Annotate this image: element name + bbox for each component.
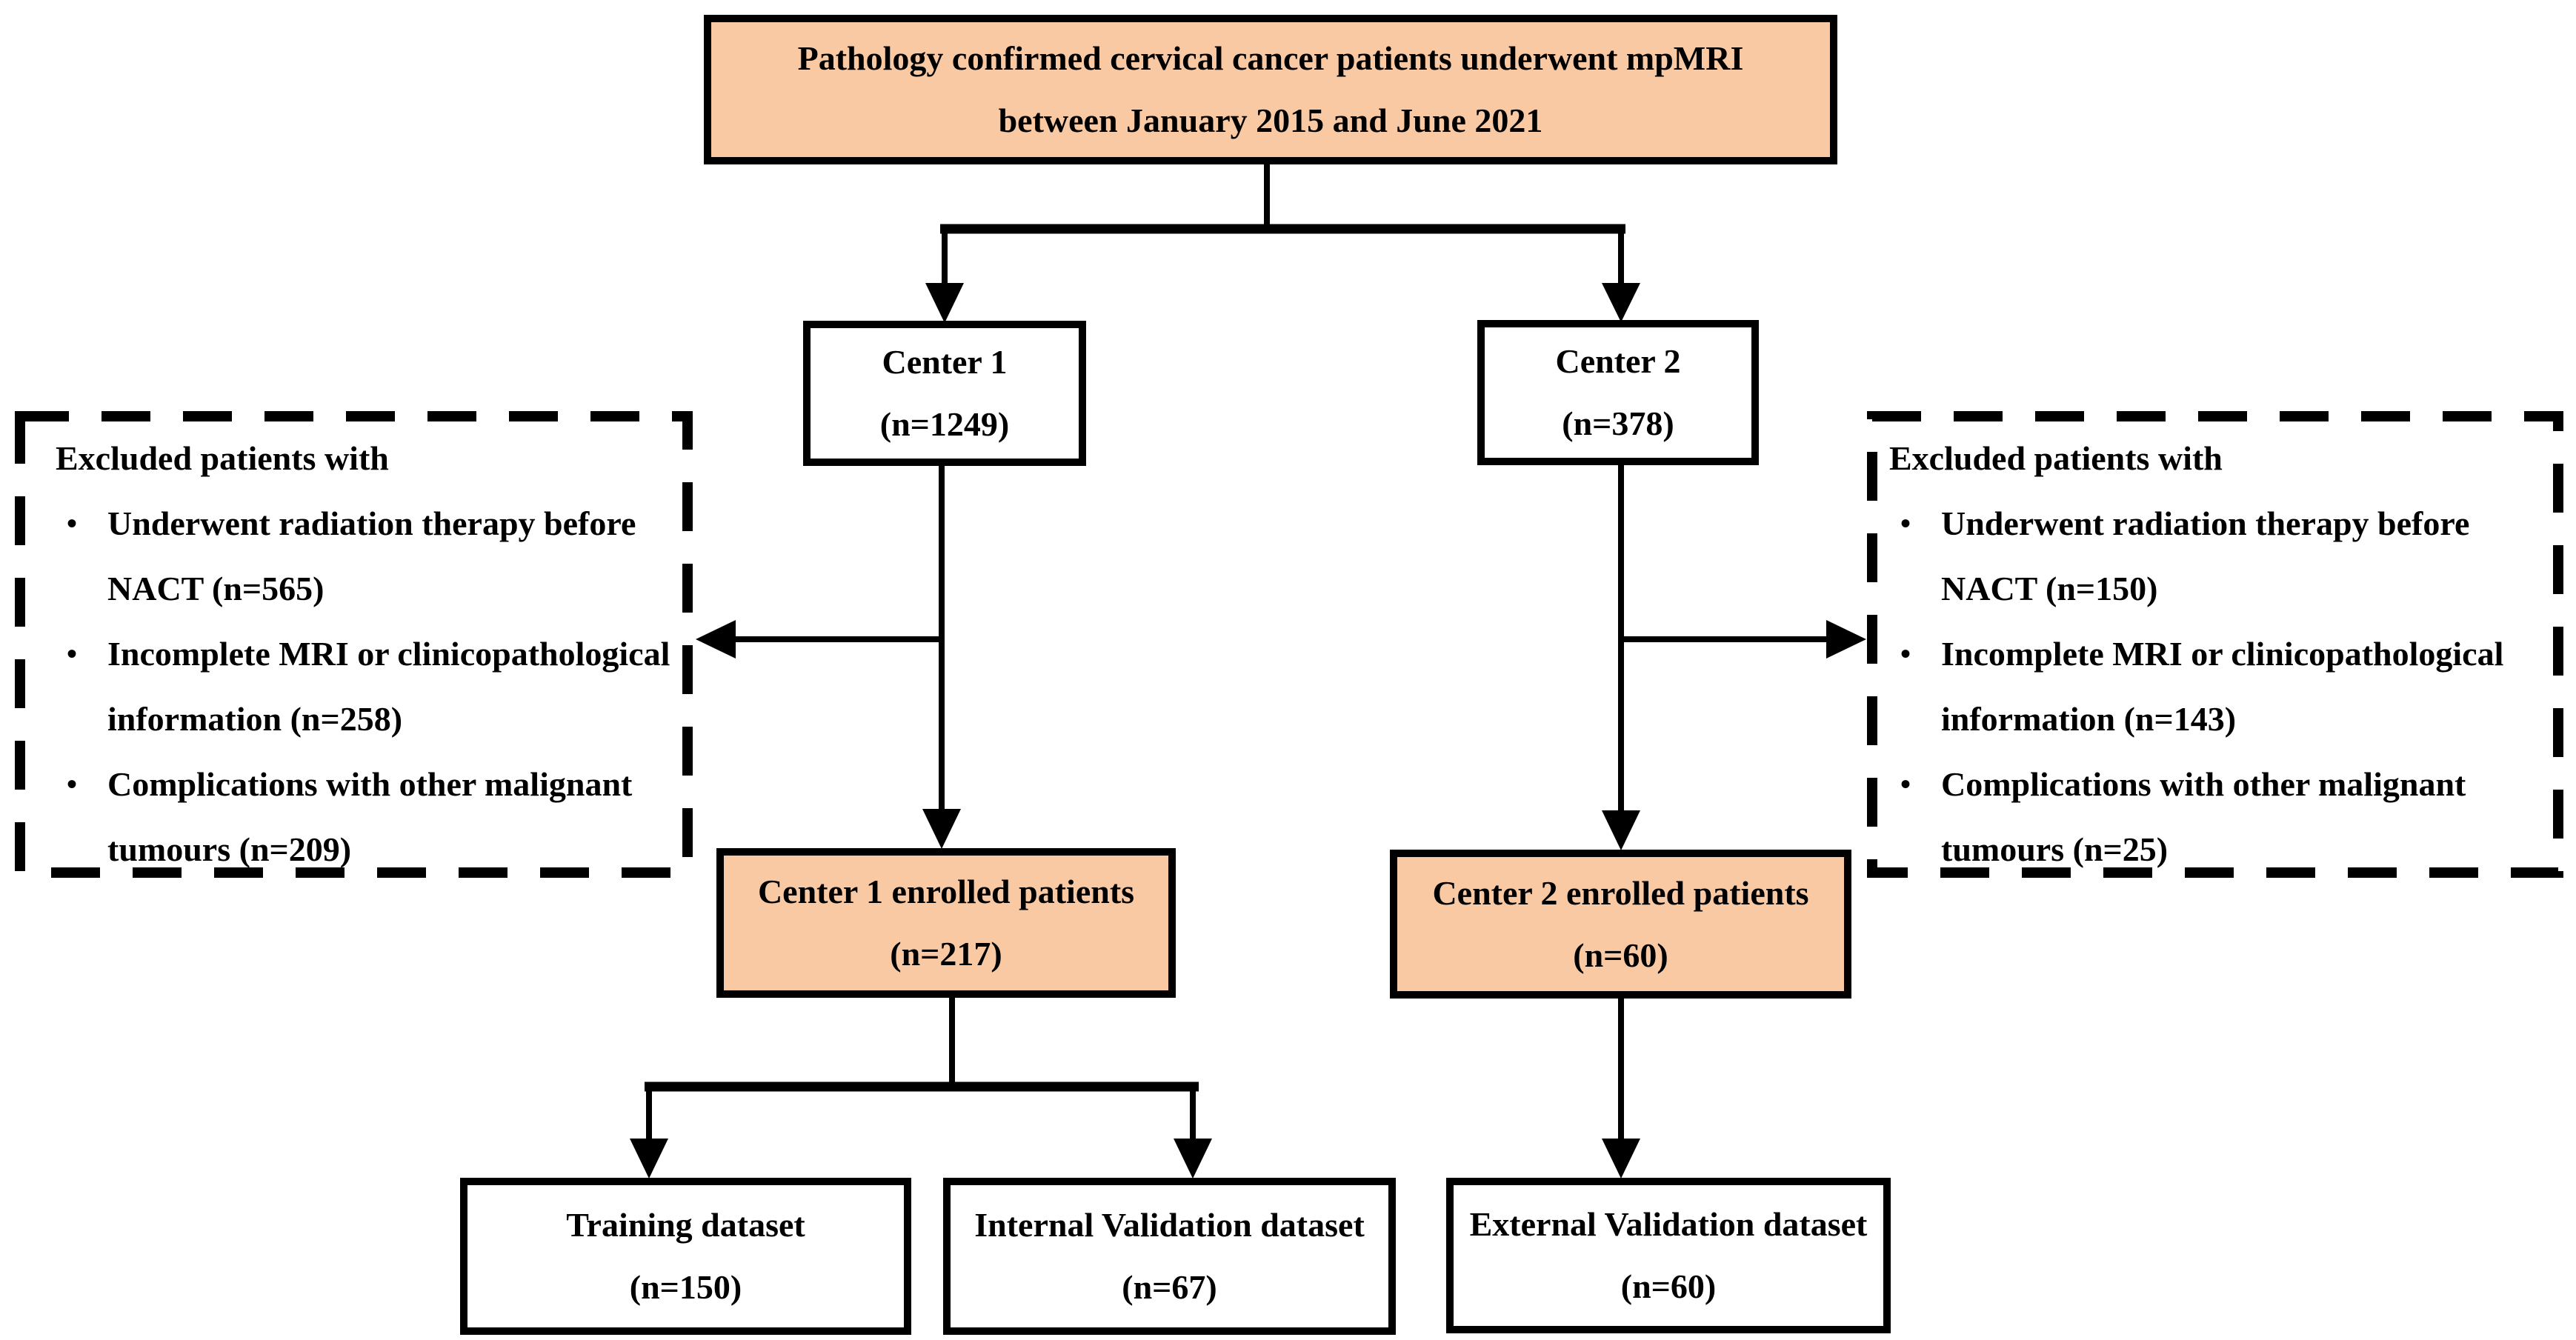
center2-box: Center 2 (n=378)	[1477, 320, 1759, 465]
excluded-item-line: tumours (n=25)	[1941, 830, 2169, 868]
box-line: (n=60)	[1573, 936, 1668, 974]
excluded-item-line: Incomplete MRI or clinicopathological	[107, 635, 670, 673]
excluded-item: • Complications with other malignant tum…	[56, 752, 693, 882]
excluded-item-line: Incomplete MRI or clinicopathological	[1941, 635, 2504, 673]
training-dataset-box: Training dataset (n=150)	[460, 1178, 911, 1335]
excluded-item: • Complications with other malignant tum…	[1889, 752, 2563, 882]
box-line: between January 2015 and June 2021	[998, 101, 1543, 139]
box-line: Center 1 enrolled patients	[757, 873, 1135, 910]
bullet-icon: •	[67, 507, 78, 540]
arrowhead-down	[922, 809, 961, 849]
excluded-title: Excluded patients with	[1889, 439, 2223, 477]
box-line: Internal Validation dataset	[974, 1206, 1365, 1244]
center1-box: Center 1 (n=1249)	[803, 321, 1086, 466]
box-line: (n=67)	[1122, 1268, 1217, 1306]
excluded-item: • Underwent radiation therapy before NAC…	[1889, 491, 2563, 621]
bullet-icon: •	[67, 637, 78, 670]
excluded-item: • Underwent radiation therapy before NAC…	[56, 491, 693, 621]
excluded-item-line: information (n=258)	[107, 700, 403, 738]
excluded-item: • Incomplete MRI or clinicopathological …	[1889, 621, 2563, 752]
arrowhead-down	[630, 1139, 668, 1179]
center2-enrolled-box: Center 2 enrolled patients (n=60)	[1390, 850, 1851, 999]
excluded-item-line: Underwent radiation therapy before	[107, 504, 636, 542]
excluded-item-line: Underwent radiation therapy before	[1941, 504, 2470, 542]
box-line: (n=60)	[1620, 1267, 1717, 1305]
box-line: (n=1249)	[879, 405, 1010, 443]
external-validation-box: External Validation dataset (n=60)	[1446, 1178, 1891, 1333]
box-line: Center 2	[1555, 342, 1681, 380]
bullet-icon: •	[1900, 507, 1911, 540]
bullet-icon: •	[1900, 637, 1911, 670]
arrowhead-down	[1602, 283, 1640, 322]
excluded-item-line: NACT (n=565)	[107, 570, 325, 607]
arrowhead-down	[1602, 1139, 1640, 1179]
box-line: Pathology confirmed cervical cancer pati…	[797, 39, 1744, 77]
excluded-left-box: Excluded patients with • Underwent radia…	[15, 411, 693, 878]
arrowhead-down	[1174, 1139, 1212, 1179]
internal-validation-box: Internal Validation dataset (n=67)	[943, 1178, 1396, 1335]
box-line: (n=217)	[890, 935, 1002, 973]
excluded-item-line: Complications with other malignant	[107, 765, 633, 803]
box-line: (n=378)	[1562, 404, 1674, 442]
excluded-item-line: information (n=143)	[1941, 700, 2237, 738]
excluded-item-line: NACT (n=150)	[1941, 570, 2158, 607]
excluded-item-line: Complications with other malignant	[1941, 765, 2466, 803]
box-line: Center 1	[882, 343, 1008, 381]
excluded-item: • Incomplete MRI or clinicopathological …	[56, 621, 693, 752]
box-line: (n=150)	[629, 1268, 742, 1306]
box-line: External Validation dataset	[1469, 1205, 1868, 1243]
arrowhead-down	[925, 283, 964, 323]
arrowhead-down	[1602, 810, 1640, 850]
bullet-icon: •	[67, 767, 78, 801]
top-population-box: Pathology confirmed cervical cancer pati…	[704, 15, 1837, 164]
arrowhead-left	[696, 620, 736, 659]
box-line: Training dataset	[566, 1206, 805, 1244]
center1-enrolled-box: Center 1 enrolled patients (n=217)	[716, 848, 1176, 998]
excluded-item-line: tumours (n=209)	[107, 830, 352, 868]
arrowhead-right	[1826, 620, 1866, 659]
bullet-icon: •	[1900, 767, 1911, 801]
excluded-right-box: Excluded patients with • Underwent radia…	[1867, 411, 2563, 878]
excluded-title: Excluded patients with	[56, 439, 389, 477]
box-line: Center 2 enrolled patients	[1432, 873, 1809, 912]
